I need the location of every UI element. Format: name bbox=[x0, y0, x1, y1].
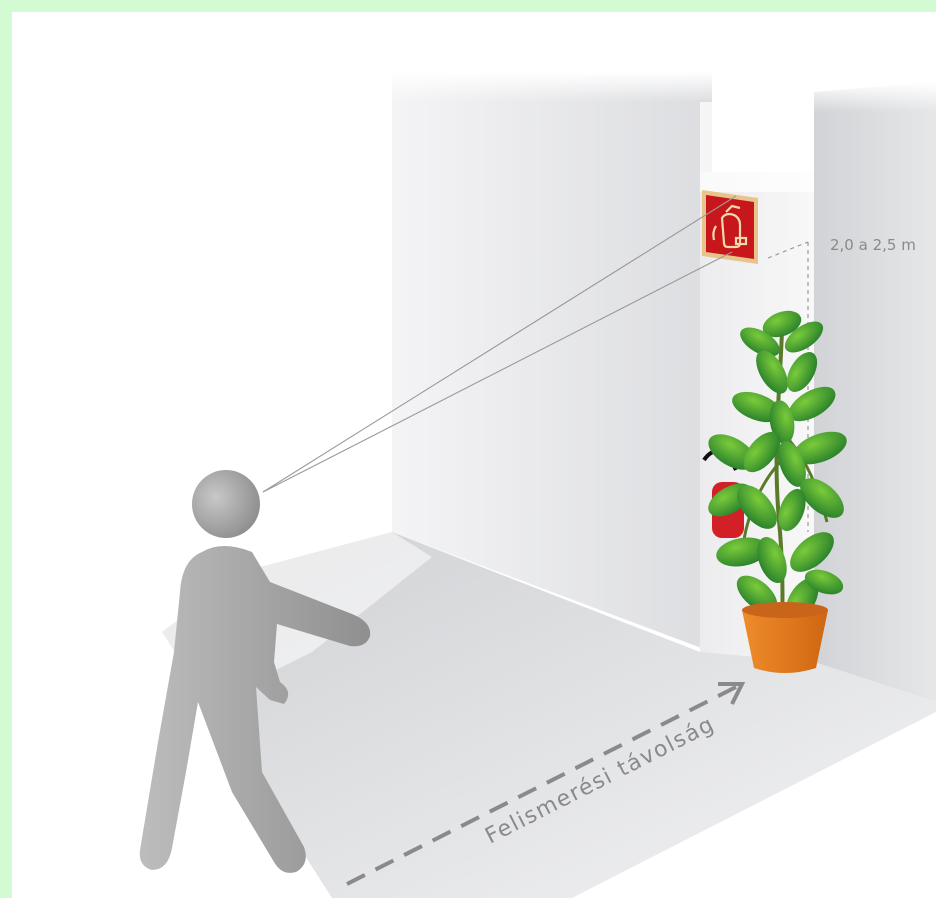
scene-svg: 2,0 a 2,5 m bbox=[12, 12, 936, 898]
illustration-canvas: 2,0 a 2,5 m bbox=[12, 12, 936, 898]
height-label: 2,0 a 2,5 m bbox=[830, 236, 916, 254]
